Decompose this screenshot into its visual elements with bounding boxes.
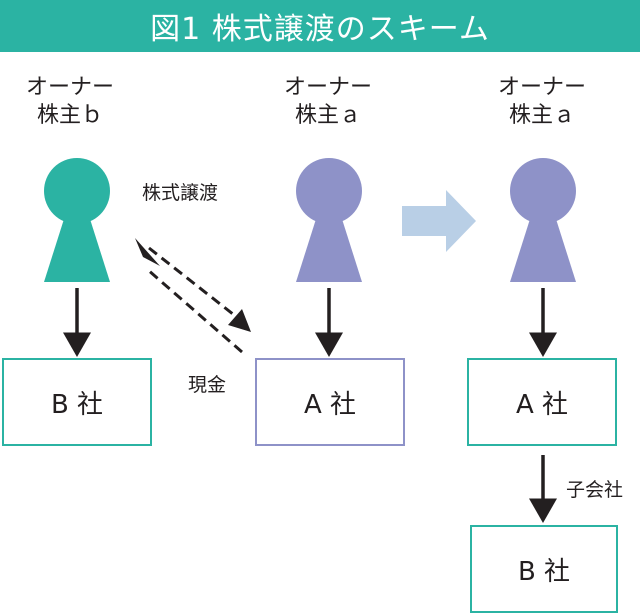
left-person-name: 株主ｂ [36,103,103,128]
company-name: B 社 [50,389,104,420]
right-arrow-icon [402,190,476,252]
subsidiary-label: 子会社 [566,479,624,501]
subsidiary-box: B 社 [470,525,618,613]
person-icon [44,158,110,282]
company-box-middle: A 社 [255,358,405,446]
company-box-left: B 社 [2,358,152,446]
cash-arrow [147,268,243,354]
share-transfer-arrowhead [228,309,251,332]
left-person-role: オーナー [25,75,114,100]
right-person-label: オーナー 株主ａ [482,74,602,130]
person-icon [296,158,362,282]
company-name: A 社 [303,389,357,420]
cash-arrowhead [135,238,160,266]
share-transfer-arrow [148,246,244,324]
cash-label: 現金 [188,374,227,396]
company-box-right: A 社 [467,358,617,446]
middle-person-name: 株主ａ [294,103,361,128]
company-name: B 社 [517,556,571,587]
person-icon [510,158,576,282]
page-title: 図1 株式譲渡のスキーム [150,12,490,47]
company-name: A 社 [515,389,569,420]
middle-person-label: オーナー 株主ａ [268,74,388,130]
left-person-label: オーナー 株主ｂ [10,74,130,130]
title-bar: 図1 株式譲渡のスキーム [0,0,640,52]
share-transfer-label: 株式譲渡 [142,182,219,204]
middle-person-role: オーナー [283,75,372,100]
right-person-name: 株主ａ [508,103,575,128]
right-person-role: オーナー [497,75,586,100]
